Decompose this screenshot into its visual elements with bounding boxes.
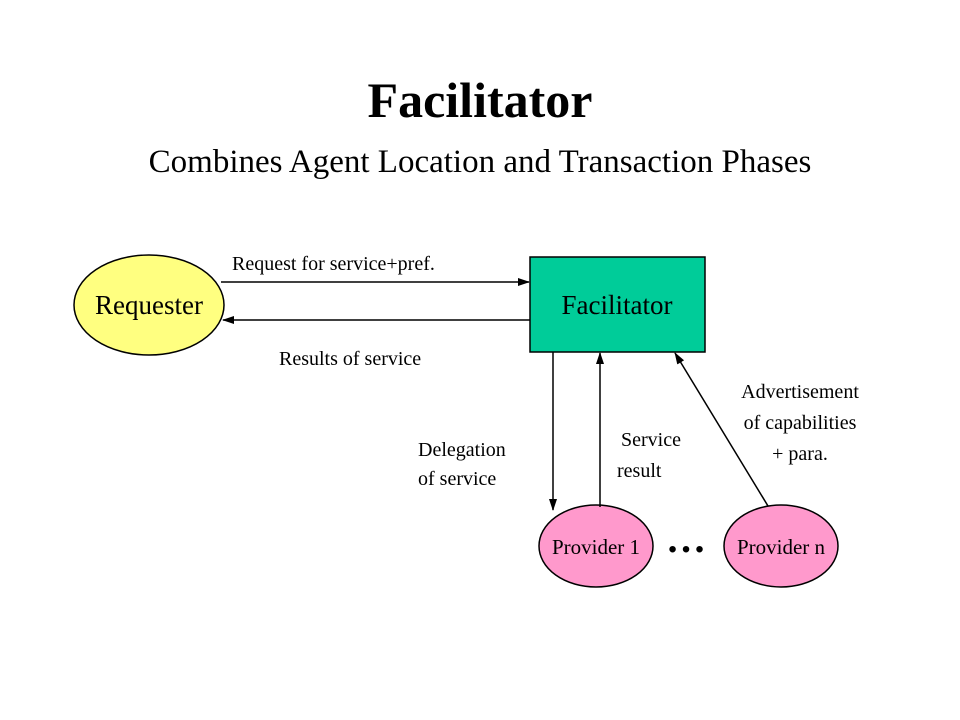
slide-subtitle: Combines Agent Location and Transaction … [148, 144, 812, 180]
provider-n-ellipse [723, 504, 839, 588]
ellipsis-mark: … [666, 516, 706, 561]
slide-title: Facilitator [367, 72, 593, 128]
results-label: Results of service [279, 348, 421, 370]
delegation-label-line1: Delegation [418, 439, 506, 461]
facilitator-label: Facilitator [562, 290, 673, 320]
requester-node: Requester [73, 254, 225, 356]
provider-1-ellipse [538, 504, 654, 588]
provider-1-node: Provider 1 [538, 504, 654, 588]
request-label: Request for service+pref. [232, 253, 435, 275]
delegation-label-line2: of service [418, 468, 496, 490]
advertisement-arrow [674, 352, 769, 507]
advertisement-label-line2: of capabilities [744, 412, 857, 434]
service-result-label-line2: result [617, 460, 662, 482]
requester-ellipse [73, 254, 225, 356]
requester-label: Requester [95, 290, 203, 320]
provider-n-node: Provider n [723, 504, 839, 588]
provider-1-label: Provider 1 [552, 535, 640, 559]
facilitator-box [529, 256, 706, 353]
provider-n-label: Provider n [737, 535, 826, 559]
advertisement-label-line3: + para. [772, 443, 828, 465]
service-result-label-line1: Service [621, 429, 681, 451]
facilitator-node: Facilitator [529, 256, 706, 353]
advertisement-label-line1: Advertisement [741, 381, 859, 403]
